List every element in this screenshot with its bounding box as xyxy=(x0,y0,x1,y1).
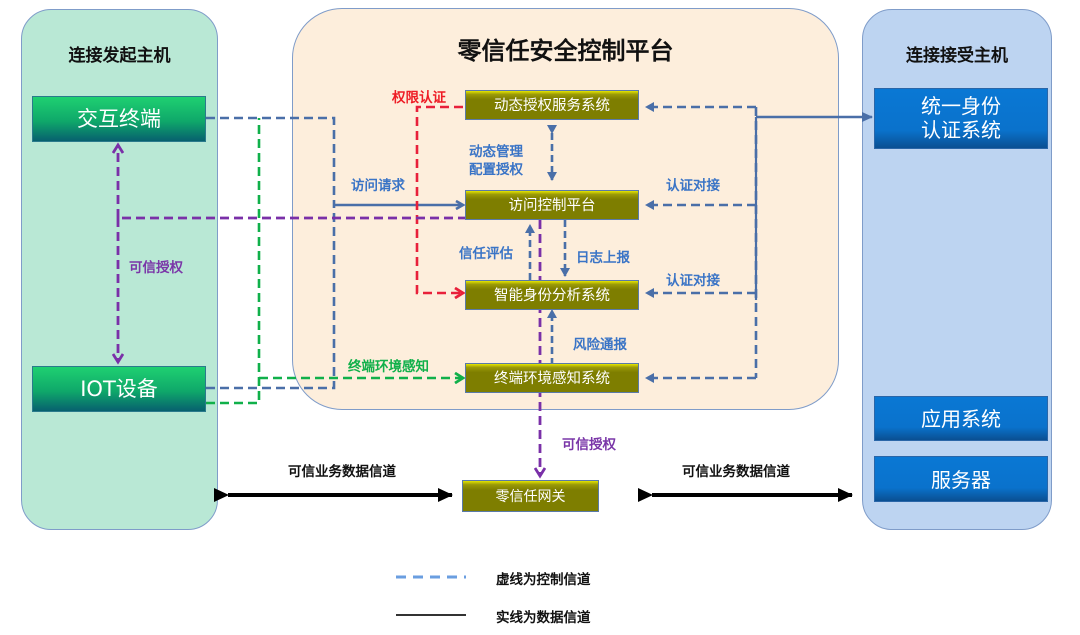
label-dynamic-mgmt-1: 动态管理 xyxy=(469,144,523,160)
label-access-request: 访问请求 xyxy=(351,178,405,194)
label-data-channel-left: 可信业务数据信道 xyxy=(288,464,396,480)
label-dynamic-mgmt-2: 配置授权 xyxy=(469,162,523,178)
label-trust-eval: 信任评估 xyxy=(459,246,513,262)
control-platform-title: 零信任安全控制平台 xyxy=(457,37,674,65)
label-data-channel-right: 可信业务数据信道 xyxy=(682,464,790,480)
node-zero-trust-gateway: 零信任网关 xyxy=(462,480,599,512)
node-interactive-terminal: 交互终端 xyxy=(32,96,206,142)
label-permission-auth: 权限认证 xyxy=(392,90,446,106)
label-auth-docking-2: 认证对接 xyxy=(666,273,720,289)
initiating-host-title: 连接发起主机 xyxy=(68,46,171,66)
unified-identity-line1: 统一身份 xyxy=(921,94,1001,118)
legend-solid-text: 实线为数据信道 xyxy=(496,610,591,626)
node-access-control-platform: 访问控制平台 xyxy=(465,190,639,220)
node-iot-device: IOT设备 xyxy=(32,366,206,412)
node-env-awareness: 终端环境感知系统 xyxy=(465,363,639,393)
node-server: 服务器 xyxy=(874,456,1048,502)
unified-identity-line2: 认证系统 xyxy=(921,118,1001,142)
node-unified-identity: 统一身份 认证系统 xyxy=(874,88,1048,149)
accepting-host-title: 连接接受主机 xyxy=(906,46,1008,66)
legend-dashed-text: 虚线为控制信道 xyxy=(496,572,591,588)
initiating-host-panel: 连接发起主机 xyxy=(21,9,218,530)
label-auth-docking-1: 认证对接 xyxy=(666,178,720,194)
label-risk-report: 风险通报 xyxy=(573,337,627,353)
node-identity-analysis: 智能身份分析系统 xyxy=(465,280,639,310)
node-application-system: 应用系统 xyxy=(874,396,1048,441)
label-terminal-env-awareness: 终端环境感知 xyxy=(348,359,429,375)
label-log-report: 日志上报 xyxy=(576,250,630,266)
label-trusted-auth-left: 可信授权 xyxy=(129,260,183,276)
label-trusted-auth-bottom: 可信授权 xyxy=(562,437,616,453)
node-dynamic-auth-service: 动态授权服务系统 xyxy=(465,90,639,120)
